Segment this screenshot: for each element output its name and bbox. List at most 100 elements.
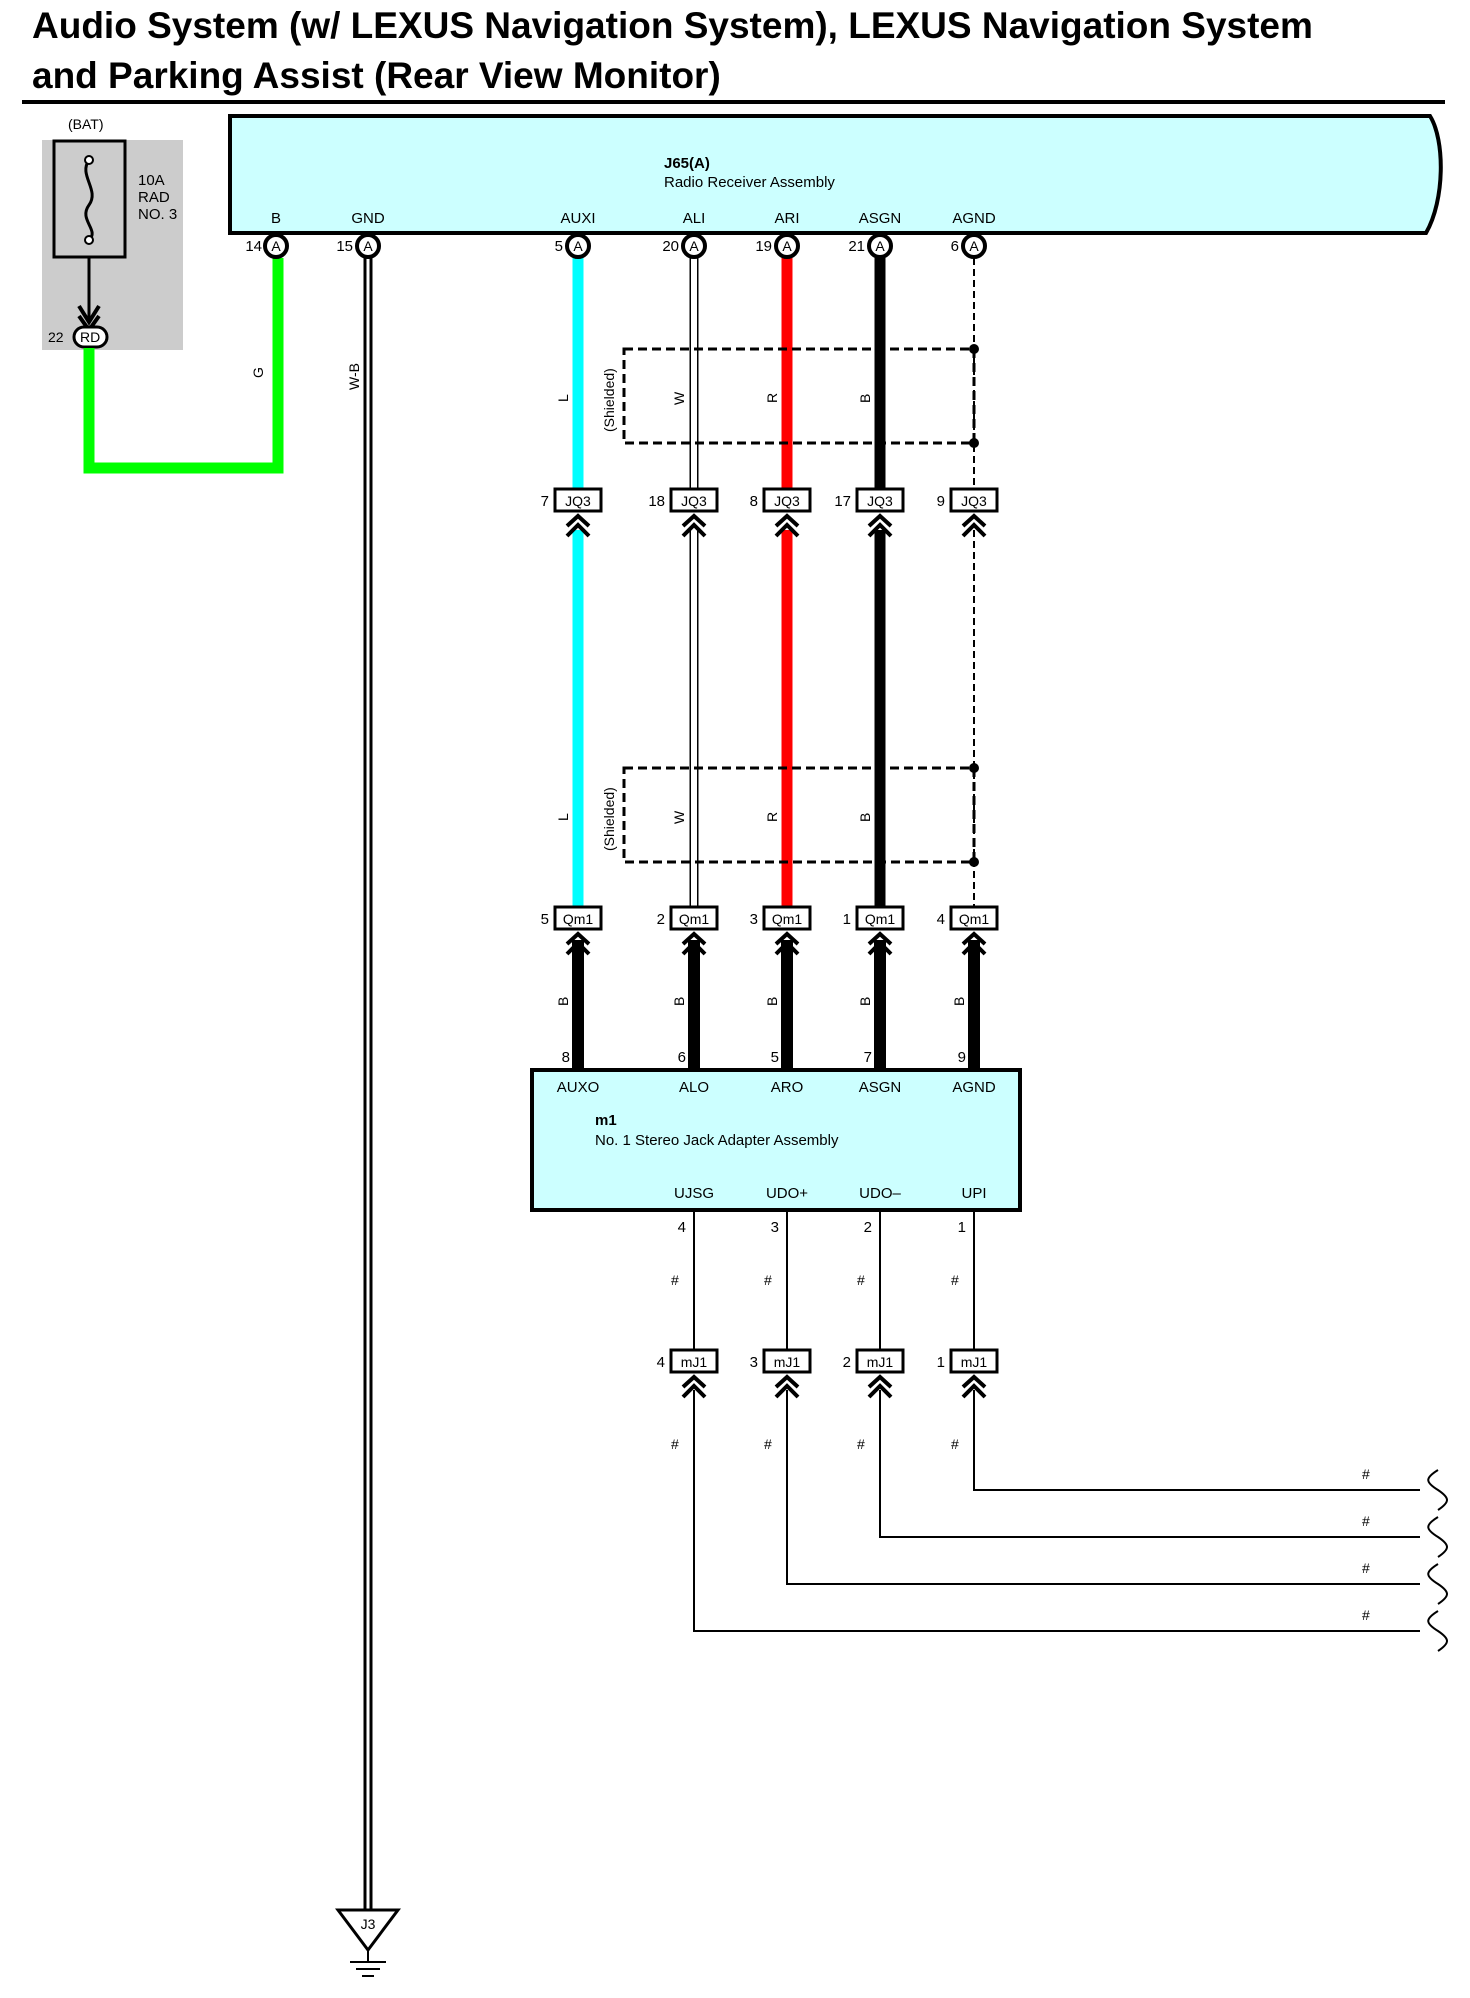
wire-label-l-lower: L [555, 813, 571, 821]
fuse-name-1: RAD [138, 189, 170, 206]
radio-pin-ari: 19 [755, 238, 772, 255]
qm1-pin-1: 5 [541, 911, 549, 928]
continuation-squiggle-icon [1427, 1610, 1448, 1652]
jq3-chevron-icon [681, 513, 707, 538]
qm1-pin-3: 3 [750, 911, 758, 928]
mj1-chevron-icon [681, 1374, 707, 1399]
radio-terminal-ali [681, 233, 707, 259]
jq3-pin-1: 7 [541, 493, 549, 510]
qm1-connector-3: Qm1 3 [750, 905, 812, 956]
wire-label-b-aro: B [764, 997, 780, 1006]
radio-terminal-b [263, 233, 289, 259]
mj1-code-3: mJ1 [867, 1354, 894, 1370]
junction-code: RD [80, 329, 100, 345]
radio-terminal-auxi [565, 233, 591, 259]
shield-lower-node-bottom [969, 857, 979, 867]
qm1-connector-5: Qm1 4 [937, 905, 999, 956]
wire-hash-7: # [857, 1436, 865, 1452]
radio-term-ari: ARI [774, 210, 799, 227]
radio-conn-agnd: A [969, 238, 979, 254]
fuse-rating: 10A [138, 172, 165, 189]
adapter-pin-alo: 6 [678, 1049, 686, 1066]
radio-pin-agnd: 6 [951, 238, 959, 255]
wire-label-w-lower: W [671, 810, 687, 824]
mj1-code-1: mJ1 [681, 1354, 708, 1370]
wire-label-wb: W-B [346, 363, 362, 390]
qm1-pin-4: 1 [843, 911, 851, 928]
qm1-chevron-icon [774, 931, 800, 956]
jq3-chevron-icon [565, 513, 591, 538]
qm1-code-5: Qm1 [959, 911, 990, 927]
jq3-connector-4: JQ3 17 [834, 487, 905, 538]
radio-term-asgn: ASGN [859, 210, 902, 227]
jq3-chevron-icon [961, 513, 987, 538]
wire-label-g: G [250, 367, 266, 378]
wire-ujsg-lower [693, 1390, 1420, 1632]
mj1-connector-2: mJ1 3 [750, 1348, 812, 1399]
wire-hash-9: # [1362, 1466, 1370, 1482]
shield-lower [622, 766, 976, 864]
jq3-code-4: JQ3 [867, 493, 893, 509]
adapter-term-auxo: AUXO [557, 1079, 600, 1096]
radio-term-agnd: AGND [952, 210, 996, 227]
adapter-term-upi: UPI [961, 1185, 986, 1202]
radio-term-b: B [271, 210, 281, 227]
wire-label-b-asgn: B [857, 997, 873, 1006]
mj1-chevron-icon [774, 1374, 800, 1399]
fuse-terminal-top [84, 155, 94, 165]
wire-hash-11: # [1362, 1560, 1370, 1576]
mj1-code-2: mJ1 [774, 1354, 801, 1370]
wire-label-b-upper: B [857, 394, 873, 403]
shield-upper-label: (Shielded) [601, 368, 617, 432]
adapter-pin-udo-plus: 3 [771, 1219, 779, 1236]
radio-pin-auxi: 5 [555, 238, 563, 255]
jq3-pin-5: 9 [937, 493, 945, 510]
continuation-squiggle-icon [1427, 1516, 1448, 1558]
shield-upper-node-top [969, 344, 979, 354]
qm1-chevron-icon [565, 931, 591, 956]
mj1-pin-2: 3 [750, 1354, 758, 1371]
junction-pin: 22 [48, 329, 64, 345]
wire-label-b-auxo: B [555, 997, 571, 1006]
radio-pin-gnd: 15 [336, 238, 353, 255]
adapter-pin-auxo: 8 [562, 1049, 570, 1066]
jq3-connector-1: JQ3 7 [541, 487, 603, 538]
radio-term-auxi: AUXI [560, 210, 595, 227]
stereo-jack-adapter-box [530, 1068, 1022, 1212]
qm1-connector-4: Qm1 1 [843, 905, 905, 956]
adapter-pin-asgn: 7 [864, 1049, 872, 1066]
jq3-pin-4: 17 [834, 493, 851, 510]
radio-term-ali: ALI [683, 210, 706, 227]
mj1-connector-1: mJ1 4 [657, 1348, 719, 1399]
qm1-chevron-icon [681, 931, 707, 956]
mj1-pin-4: 1 [937, 1354, 945, 1371]
qm1-connector-1: Qm1 5 [541, 905, 603, 956]
radio-terminal-asgn [867, 233, 893, 259]
radio-connector-code: J65(A) [664, 155, 710, 172]
wire-udo-plus-lower [786, 1390, 1420, 1585]
mj1-connector-3: mJ1 2 [843, 1348, 905, 1399]
jq3-pin-2: 18 [648, 493, 665, 510]
radio-conn-b: A [271, 238, 281, 254]
mj1-chevron-icon [961, 1374, 987, 1399]
wire-hash-3: # [857, 1272, 865, 1288]
jq3-code-2: JQ3 [681, 493, 707, 509]
jq3-code-5: JQ3 [961, 493, 987, 509]
fuse-box-area [42, 140, 183, 350]
adapter-pin-upi: 1 [958, 1219, 966, 1236]
wire-label-w-upper: W [671, 391, 687, 405]
wire-upi-lower [973, 1390, 1420, 1491]
radio-receiver-box [228, 114, 1443, 235]
wire-label-r-lower: R [764, 812, 780, 822]
jq3-chevron-icon [774, 513, 800, 538]
ground-symbol-icon [335, 1908, 401, 1953]
adapter-name: No. 1 Stereo Jack Adapter Assembly [595, 1132, 839, 1149]
wire-hash-5: # [671, 1436, 679, 1452]
radio-conn-gnd: A [363, 238, 373, 254]
jq3-pin-3: 8 [750, 493, 758, 510]
wire-label-b-agnd: B [951, 997, 967, 1006]
mj1-chevron-icon [867, 1374, 893, 1399]
jq3-connector-5: JQ3 9 [937, 487, 999, 538]
jq3-connector-2: JQ3 18 [648, 487, 719, 538]
